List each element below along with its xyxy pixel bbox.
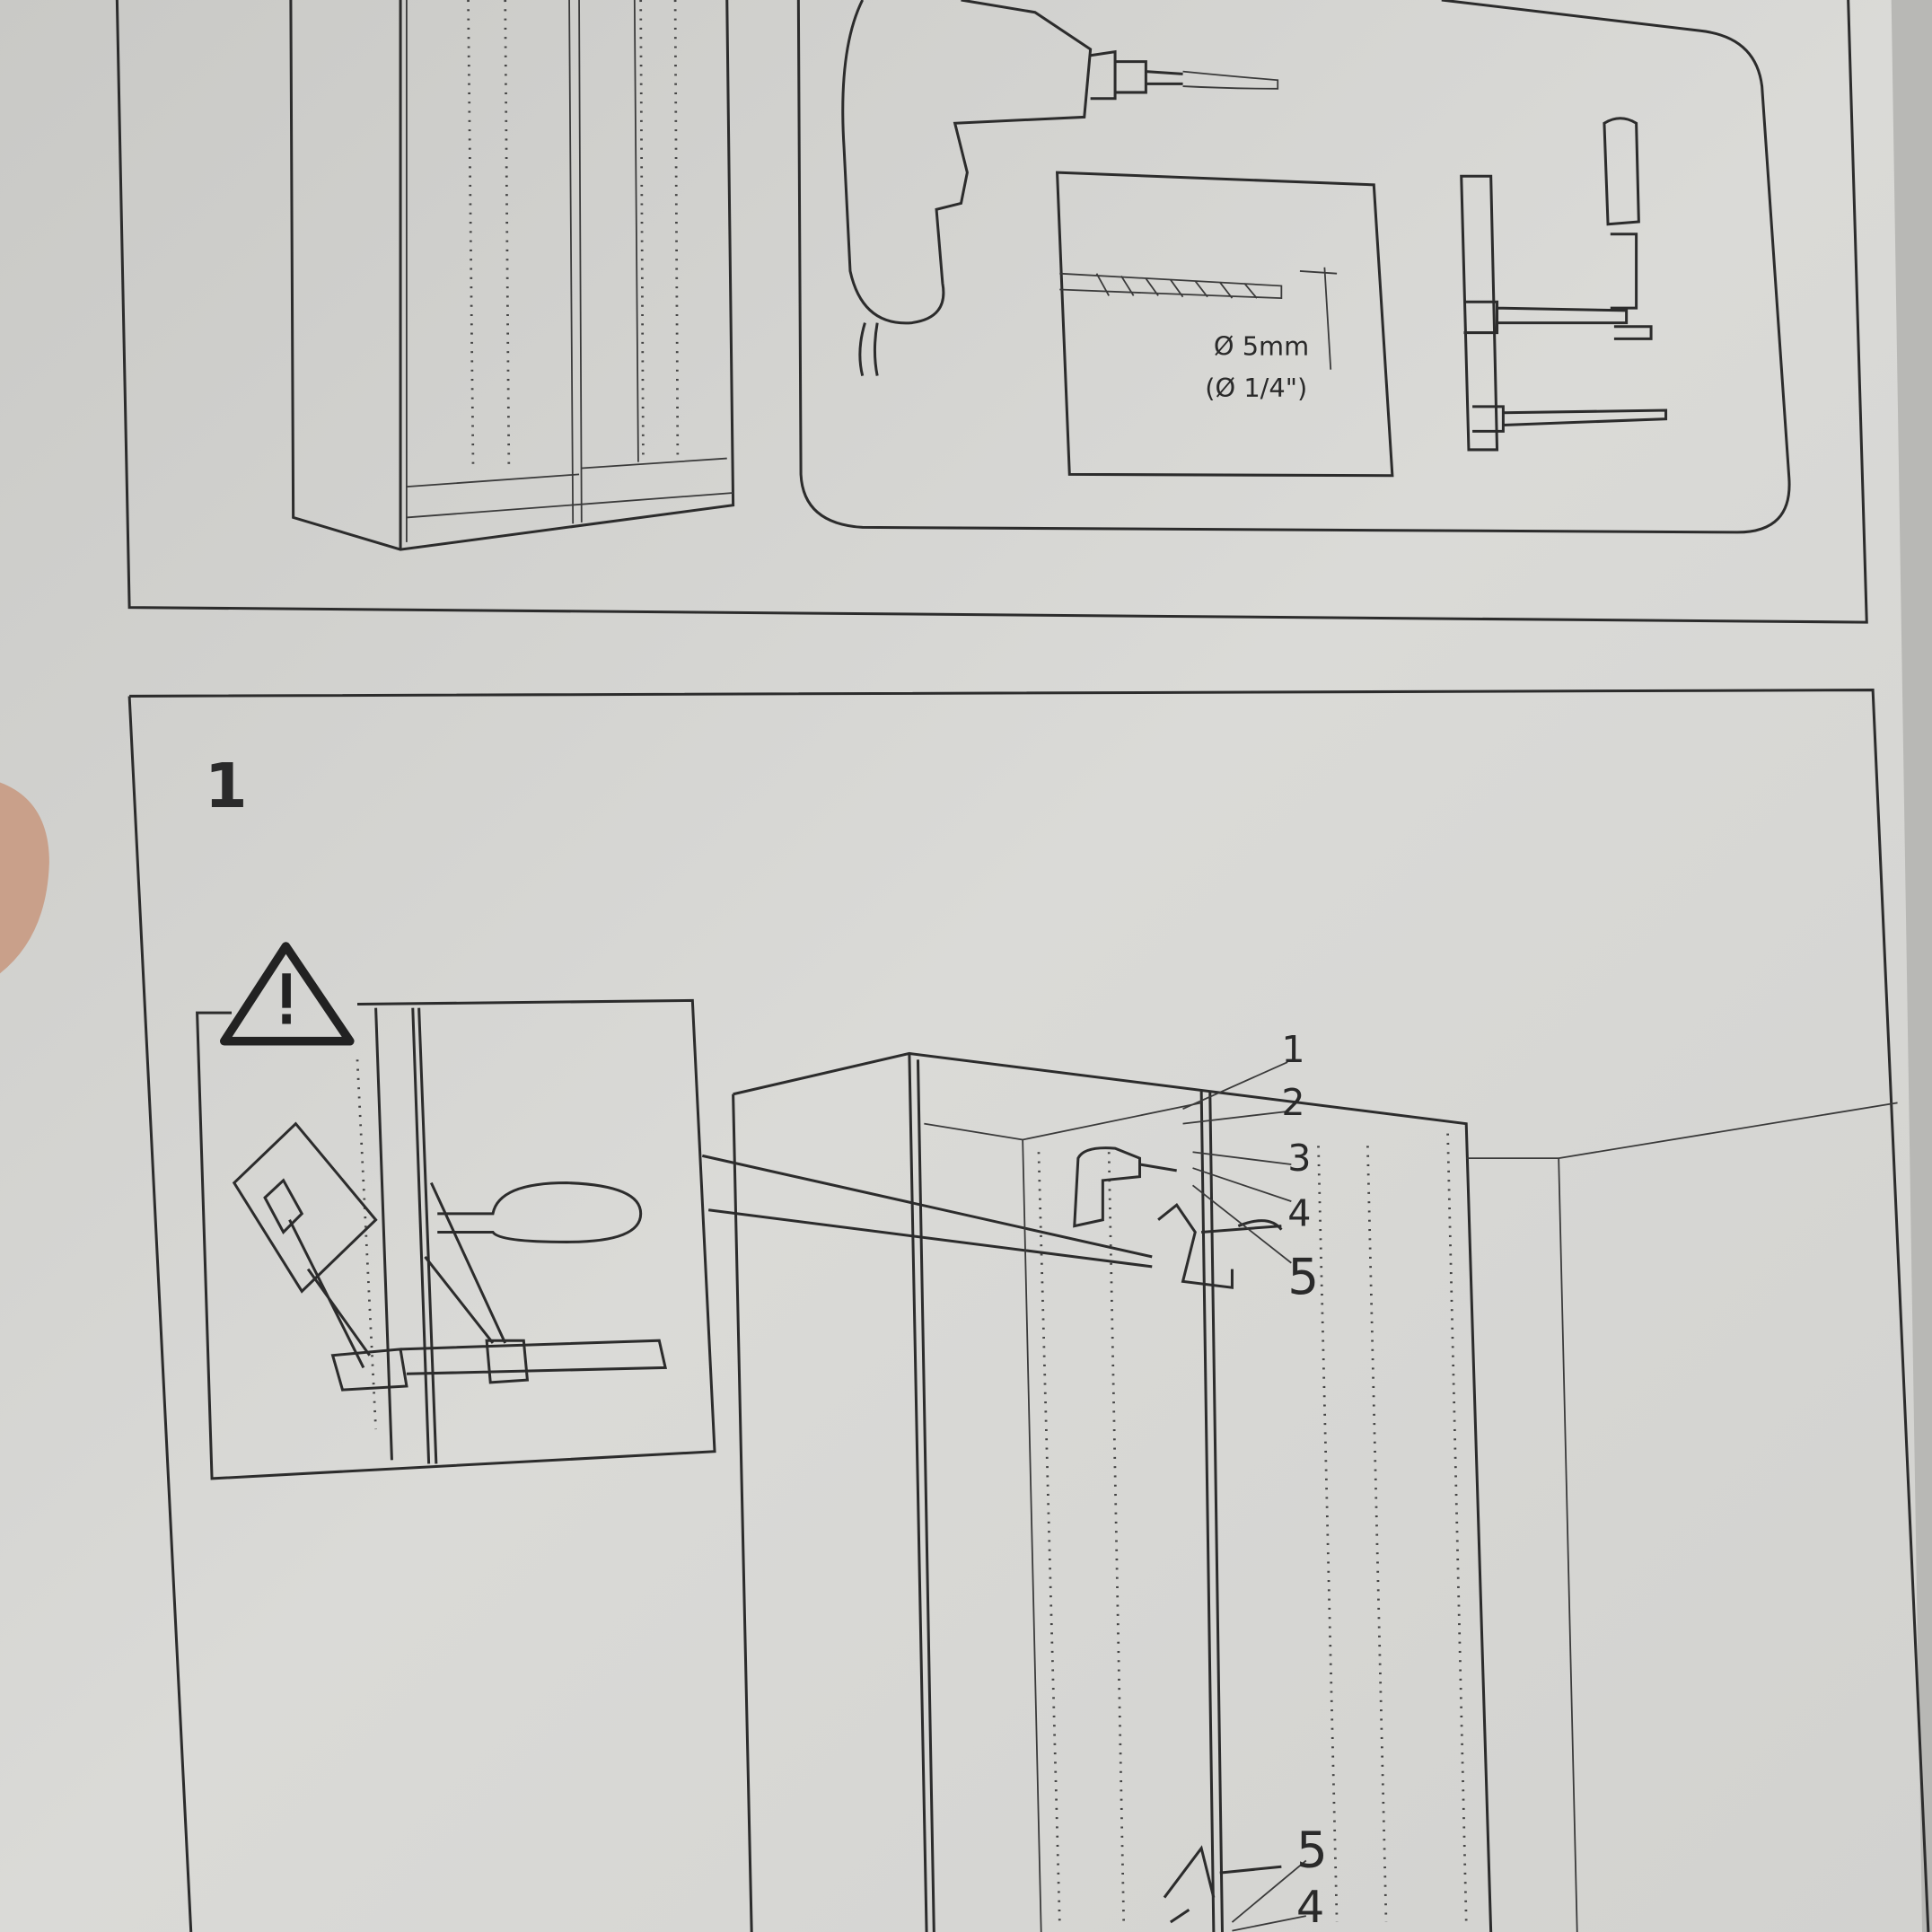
callout-1: 1: [1281, 1028, 1304, 1071]
step-1-panel: 1: [127, 689, 1930, 1932]
callout-3: 3: [1287, 1137, 1311, 1180]
finger-shadow: [0, 782, 49, 974]
callout-4: 4: [1287, 1192, 1311, 1235]
drill-size-imperial: (Ø 1/4"): [1205, 373, 1307, 403]
drill-size-metric: Ø 5mm: [1214, 330, 1309, 361]
cabinet-illustration: [289, 0, 735, 551]
page-edge: [1891, 0, 1932, 1932]
cabinet-assembly-illustration: 1 2 3 4 5 5 4: [732, 1028, 1898, 1932]
top-panel: Ø 5mm (Ø 1/4"): [115, 0, 1868, 624]
clamp-icon: [1460, 117, 1668, 452]
warning-triangle-icon: [219, 942, 355, 1046]
drill-icon: [841, 0, 1279, 376]
callout-5: 5: [1287, 1248, 1319, 1305]
drill-small-icon: [1073, 1146, 1177, 1228]
drill-bit-detail: Ø 5mm (Ø 1/4"): [1055, 171, 1394, 478]
callout-2: 2: [1281, 1081, 1304, 1124]
required-tools-box: Ø 5mm (Ø 1/4"): [796, 0, 1791, 534]
detail-inset: [196, 998, 1153, 1480]
callout-4-lower: 4: [1296, 1881, 1324, 1932]
step-number: 1: [205, 751, 248, 822]
callout-5-lower: 5: [1296, 1821, 1328, 1878]
clamp-small-icon: [1157, 1203, 1283, 1924]
